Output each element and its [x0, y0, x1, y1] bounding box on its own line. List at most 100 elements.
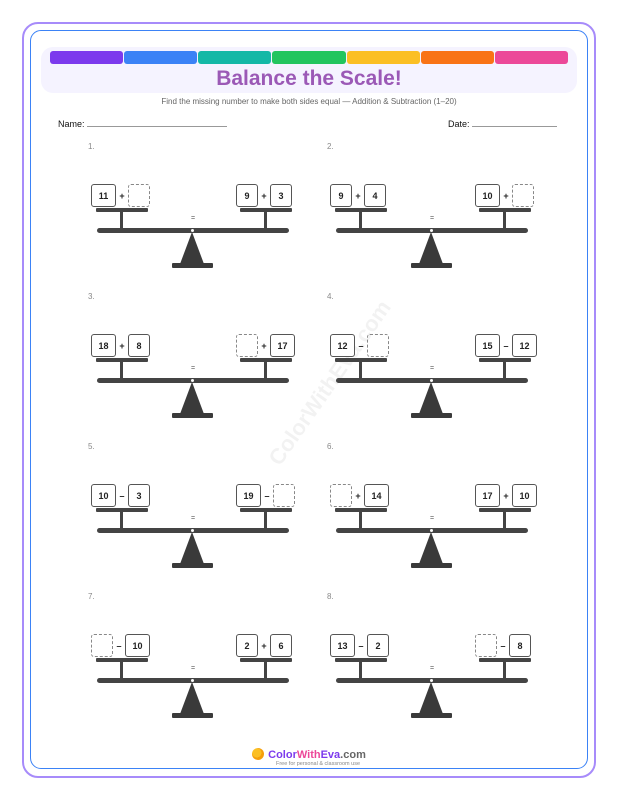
- right-pan: [240, 358, 292, 362]
- number-box: 10: [475, 184, 500, 207]
- instructions: Find the missing number to make both sid…: [161, 97, 457, 106]
- left-pan: [96, 208, 148, 212]
- pivot-dot: [428, 678, 434, 683]
- problem-number: 4.: [327, 292, 334, 301]
- left-pan: [96, 358, 148, 362]
- equals-sign: =: [429, 365, 435, 372]
- date-label: Date:: [448, 119, 470, 129]
- number-box: 2: [236, 634, 258, 657]
- left-pan: [335, 358, 387, 362]
- left-pan: [335, 508, 387, 512]
- operator: +: [355, 190, 361, 201]
- equals-sign: =: [429, 665, 435, 672]
- problem-number: 6.: [327, 442, 334, 451]
- number-box: 19: [236, 484, 261, 507]
- number-box: 4: [364, 184, 386, 207]
- number-box: 10: [125, 634, 150, 657]
- color-segment: [420, 51, 494, 64]
- number-box: 12: [512, 334, 537, 357]
- operator: +: [503, 490, 509, 501]
- problem-3: 3.18+8+17=: [88, 292, 308, 432]
- right-post: [503, 211, 506, 229]
- fulcrum-triangle: [419, 382, 443, 414]
- operator: –: [116, 640, 122, 651]
- inner-border: [30, 30, 588, 769]
- date-field[interactable]: Date:: [448, 118, 558, 130]
- number-box: 18: [91, 334, 116, 357]
- operator: +: [119, 340, 125, 351]
- brand-com: .com: [340, 749, 366, 761]
- number-box: 10: [91, 484, 116, 507]
- answer-input-box[interactable]: [236, 334, 258, 357]
- date-blank-line[interactable]: [472, 118, 558, 127]
- number-box: 6: [270, 634, 292, 657]
- footer-brand[interactable]: ColorWithEva.com: [0, 748, 618, 761]
- fulcrum-base: [172, 413, 213, 418]
- right-pan: [240, 208, 292, 212]
- right-post: [503, 511, 506, 529]
- left-post: [120, 511, 123, 529]
- equals-sign: =: [429, 515, 435, 522]
- right-post: [503, 361, 506, 379]
- problem-number: 1.: [88, 142, 95, 151]
- fulcrum-triangle: [419, 532, 443, 564]
- answer-input-box[interactable]: [512, 184, 534, 207]
- pivot-dot: [189, 228, 195, 233]
- right-post: [264, 361, 267, 379]
- right-post: [264, 661, 267, 679]
- answer-input-box[interactable]: [91, 634, 113, 657]
- number-box: 13: [330, 634, 355, 657]
- problem-8: 8.13–2–8=: [327, 592, 547, 732]
- number-box: 2: [367, 634, 389, 657]
- right-pan: [240, 658, 292, 662]
- answer-input-box[interactable]: [367, 334, 389, 357]
- operator: –: [500, 640, 506, 651]
- color-strip: [50, 51, 568, 64]
- right-pan: [479, 358, 531, 362]
- operator: +: [261, 340, 267, 351]
- number-box: 9: [236, 184, 258, 207]
- answer-input-box[interactable]: [273, 484, 295, 507]
- problem-number: 3.: [88, 292, 95, 301]
- number-box: 10: [512, 484, 537, 507]
- number-box: 8: [509, 634, 531, 657]
- left-post: [359, 511, 362, 529]
- answer-input-box[interactable]: [128, 184, 150, 207]
- name-blank-line[interactable]: [87, 118, 228, 127]
- name-field[interactable]: Name:: [58, 118, 228, 130]
- fulcrum-triangle: [180, 382, 204, 414]
- name-label: Name:: [58, 119, 85, 129]
- operator: –: [358, 640, 364, 651]
- fulcrum-triangle: [419, 232, 443, 264]
- pivot-dot: [428, 528, 434, 533]
- number-box: 9: [330, 184, 352, 207]
- right-post: [503, 661, 506, 679]
- pivot-dot: [189, 528, 195, 533]
- left-post: [120, 361, 123, 379]
- answer-input-box[interactable]: [475, 634, 497, 657]
- answer-input-box[interactable]: [330, 484, 352, 507]
- color-segment: [494, 51, 568, 64]
- color-segment: [346, 51, 420, 64]
- fulcrum-base: [172, 713, 213, 718]
- color-segment: [272, 51, 346, 64]
- right-post: [264, 511, 267, 529]
- fulcrum-triangle: [180, 682, 204, 714]
- equals-sign: =: [190, 665, 196, 672]
- fulcrum-base: [411, 563, 452, 568]
- left-post: [120, 661, 123, 679]
- left-pan: [96, 658, 148, 662]
- problem-number: 2.: [327, 142, 334, 151]
- page-title: Balance the Scale!: [216, 67, 402, 90]
- number-box: 17: [270, 334, 295, 357]
- operator: +: [261, 190, 267, 201]
- operator: –: [503, 340, 509, 351]
- color-segment: [198, 51, 272, 64]
- number-box: 11: [91, 184, 116, 207]
- right-pan: [479, 658, 531, 662]
- number-box: 17: [475, 484, 500, 507]
- fulcrum-base: [172, 263, 213, 268]
- left-post: [359, 661, 362, 679]
- equals-sign: =: [190, 365, 196, 372]
